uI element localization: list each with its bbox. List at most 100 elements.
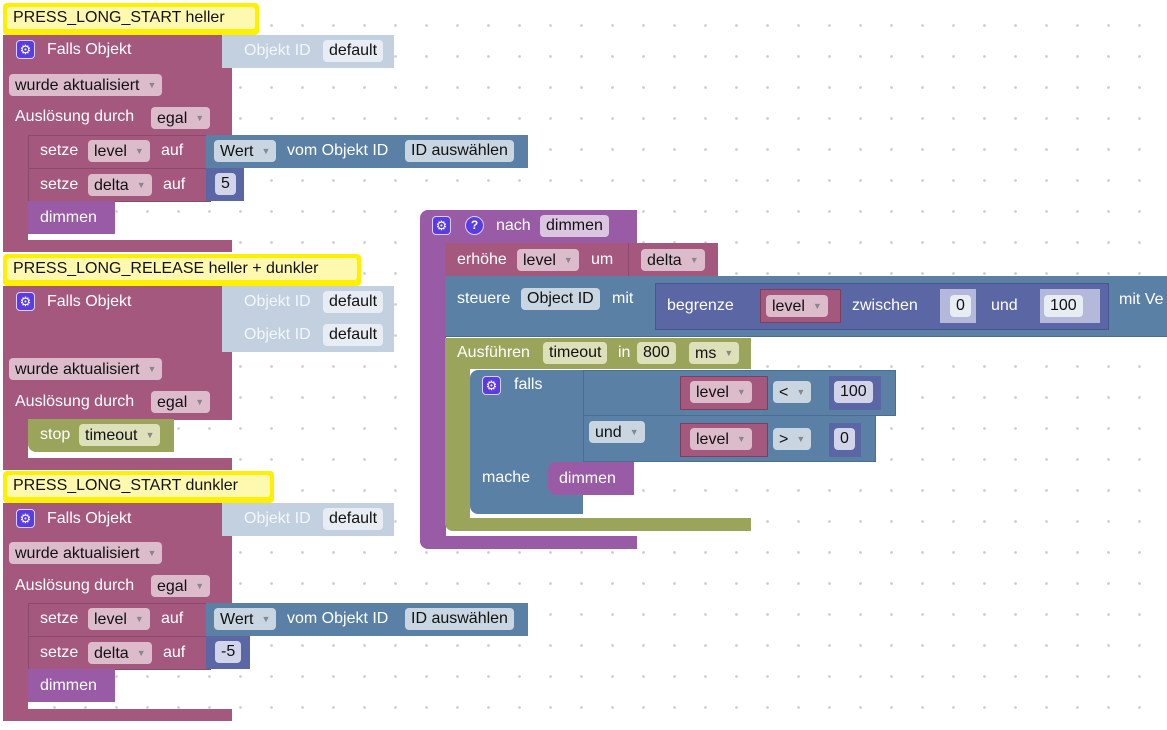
dropdown-arrow-icon: ▼ xyxy=(195,581,205,591)
dropdown-arrow-icon: ▼ xyxy=(147,548,157,558)
gear-icon[interactable]: ⚙ xyxy=(432,216,451,235)
falls-objekt-label: Falls Objekt xyxy=(47,510,132,527)
objekt-id-label: Objekt ID xyxy=(244,510,311,527)
event-block-arm xyxy=(3,603,28,713)
vom-objekt-id-label: vom Objekt ID xyxy=(287,142,389,159)
id-select-field[interactable]: ID auswählen xyxy=(405,608,514,630)
variable-dropdown[interactable]: delta▼ xyxy=(88,642,152,664)
dropdown-arrow-icon: ▼ xyxy=(145,430,155,440)
variable-dropdown[interactable]: level▼ xyxy=(766,295,828,317)
vom-objekt-id-label: vom Objekt ID xyxy=(287,610,389,627)
logic-text: und xyxy=(595,424,622,441)
comment-bubble[interactable]: PRESS_LONG_RELEASE heller + dunkler xyxy=(3,254,361,286)
timeout-name: timeout xyxy=(85,427,138,444)
number-value[interactable]: 0 xyxy=(834,428,855,450)
steuere-label: steuere xyxy=(457,290,511,307)
dropdown-arrow-icon: ▼ xyxy=(724,348,734,358)
variable-dropdown[interactable]: level▼ xyxy=(88,608,150,630)
wert-text: Wert xyxy=(220,143,254,160)
object-id-field[interactable]: Object ID xyxy=(521,288,600,310)
ausloesung-label: Auslösung durch xyxy=(15,577,135,594)
number-value[interactable]: 100 xyxy=(834,381,873,403)
trigger-dropdown[interactable]: wurde aktualisiert▼ xyxy=(9,74,163,96)
auf-label: auf xyxy=(163,176,186,193)
operator-dropdown[interactable]: <▼ xyxy=(773,381,812,403)
wert-text: Wert xyxy=(220,611,254,628)
objekt-id-value[interactable]: default xyxy=(323,291,384,313)
event-block-arm xyxy=(3,419,28,464)
ausloesung-dropdown[interactable]: egal▼ xyxy=(151,575,211,597)
ausloesung-dropdown[interactable]: egal▼ xyxy=(151,391,211,413)
call-dimmen-block[interactable] xyxy=(548,462,634,495)
dropdown-arrow-icon: ▼ xyxy=(261,614,271,624)
auf-label: auf xyxy=(161,142,184,159)
dropdown-arrow-icon: ▼ xyxy=(147,80,157,90)
timeout-value-field[interactable]: 800 xyxy=(637,342,676,364)
variable-name: level xyxy=(696,431,729,448)
objekt-id-value[interactable]: default xyxy=(323,508,384,530)
gear-icon[interactable]: ⚙ xyxy=(482,376,501,395)
gear-icon[interactable]: ⚙ xyxy=(16,40,35,59)
timeout-arm xyxy=(445,368,470,523)
help-icon[interactable]: ? xyxy=(465,216,484,235)
in-label: in xyxy=(618,344,631,361)
objekt-id-label: Objekt ID xyxy=(244,293,311,310)
procedure-name-field[interactable]: dimmen xyxy=(540,215,609,237)
comment-bubble[interactable]: PRESS_LONG_START dunkler xyxy=(3,471,274,503)
number-value[interactable]: 5 xyxy=(215,173,236,195)
ausfuehren-label: Ausführen xyxy=(457,344,530,361)
trigger-dropdown[interactable]: wurde aktualisiert▼ xyxy=(9,358,163,380)
event-block-arm xyxy=(3,135,28,245)
comment-text: PRESS_LONG_START heller xyxy=(7,7,255,29)
setze-label: setze xyxy=(40,142,79,159)
dropdown-arrow-icon: ▼ xyxy=(136,180,146,190)
call-dimmen-label: dimmen xyxy=(559,470,616,487)
dropdown-arrow-icon: ▼ xyxy=(134,146,144,156)
trigger-dropdown[interactable]: wurde aktualisiert▼ xyxy=(9,542,163,564)
unit-text: ms xyxy=(695,345,717,362)
call-dimmen-block[interactable] xyxy=(28,201,115,234)
timeout-name-field[interactable]: timeout xyxy=(543,342,608,364)
comment-bubble[interactable]: PRESS_LONG_START heller xyxy=(3,3,259,35)
dropdown-arrow-icon: ▼ xyxy=(629,427,639,437)
min-value[interactable]: 0 xyxy=(950,295,971,317)
id-select-field[interactable]: ID auswählen xyxy=(405,140,514,162)
event-block-bottom xyxy=(3,709,232,721)
auf-label: auf xyxy=(161,610,184,627)
timeout-dropdown[interactable]: timeout ▼ xyxy=(79,424,161,446)
dropdown-arrow-icon: ▼ xyxy=(261,146,271,156)
delta-variable-block[interactable] xyxy=(628,243,718,276)
variable-dropdown[interactable]: level▼ xyxy=(88,140,150,162)
variable-name: level xyxy=(94,611,127,628)
variable-dropdown[interactable]: delta▼ xyxy=(641,249,705,271)
max-value[interactable]: 100 xyxy=(1044,295,1083,317)
call-dimmen-block[interactable] xyxy=(28,669,115,702)
dropdown-arrow-icon: ▼ xyxy=(736,434,746,444)
objekt-id-value[interactable]: default xyxy=(323,324,384,346)
variable-name: level xyxy=(523,252,556,269)
wert-dropdown[interactable]: Wert ▼ xyxy=(214,140,277,162)
objekt-id-value[interactable]: default xyxy=(323,40,384,62)
variable-dropdown[interactable]: level ▼ xyxy=(690,428,752,450)
variable-dropdown[interactable]: delta▼ xyxy=(88,174,152,196)
number-value[interactable]: -5 xyxy=(215,641,242,663)
clamp-block[interactable] xyxy=(655,283,1109,330)
unit-dropdown[interactable]: ms ▼ xyxy=(689,342,740,364)
mit-label: mit xyxy=(612,290,634,307)
gear-icon[interactable]: ⚙ xyxy=(16,509,35,528)
gear-icon[interactable]: ⚙ xyxy=(16,292,35,311)
logic-dropdown[interactable]: und ▼ xyxy=(589,421,645,443)
ausloesung-label: Auslösung durch xyxy=(15,393,135,410)
variable-dropdown[interactable]: level▼ xyxy=(690,381,752,403)
comment-text: PRESS_LONG_RELEASE heller + dunkler xyxy=(7,258,357,280)
procedure-bottom xyxy=(420,536,637,549)
ausloesung-dropdown[interactable]: egal▼ xyxy=(151,107,211,129)
wert-dropdown[interactable]: Wert ▼ xyxy=(214,608,277,630)
variable-dropdown[interactable]: level▼ xyxy=(517,249,579,271)
operator-dropdown[interactable]: >▼ xyxy=(773,428,812,450)
timeout-bottom xyxy=(445,518,751,531)
variable-name: level xyxy=(772,298,805,315)
event-block-bottom xyxy=(3,240,232,252)
ausloesung-value: egal xyxy=(157,110,188,127)
um-label: um xyxy=(591,251,614,268)
